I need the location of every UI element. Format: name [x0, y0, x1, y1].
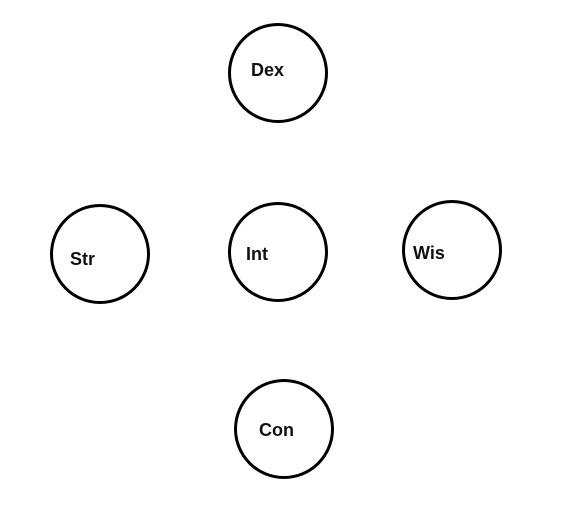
node-int: Int: [228, 202, 328, 302]
node-con: Con: [234, 379, 334, 479]
node-wis: Wis: [402, 200, 502, 300]
node-dex: Dex: [228, 23, 328, 123]
node-label-int: Int: [246, 244, 268, 264]
node-label-wis: Wis: [413, 243, 445, 263]
node-str: Str: [50, 204, 150, 304]
node-label-con: Con: [259, 420, 294, 440]
node-label-dex: Dex: [251, 60, 285, 80]
node-label-str: Str: [70, 249, 96, 269]
